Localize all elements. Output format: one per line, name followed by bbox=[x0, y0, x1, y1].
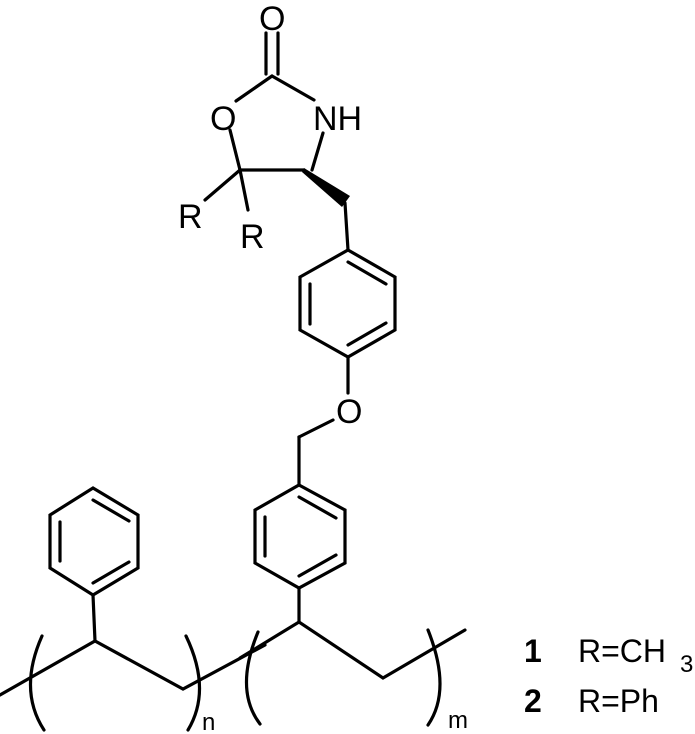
bracket-n-close bbox=[184, 634, 202, 732]
ring-nh: NH bbox=[313, 100, 362, 138]
compound-number-2: 2 bbox=[524, 683, 542, 719]
ring-oxygen: O bbox=[210, 100, 236, 138]
phenyl-ring bbox=[48, 486, 140, 597]
compound-1-definition: R=CH bbox=[578, 633, 666, 669]
bracket-m-open bbox=[244, 630, 262, 726]
bracket-m-close bbox=[426, 628, 442, 727]
polymer-backbone bbox=[0, 620, 467, 697]
ether-oxygen: O bbox=[336, 393, 362, 431]
compound-2-definition: R=Ph bbox=[578, 683, 659, 719]
compound-1-subscript: 3 bbox=[680, 651, 693, 678]
substituent-r-left: R bbox=[178, 198, 203, 236]
wedge-bond bbox=[302, 168, 350, 207]
legend: 1 R=CH 3 2 R=Ph bbox=[524, 633, 693, 719]
repeat-n: n bbox=[202, 709, 215, 734]
substituent-r-right: R bbox=[240, 218, 265, 256]
oxazolidinone-ring bbox=[203, 31, 350, 212]
repeat-m: m bbox=[448, 707, 468, 734]
benzene-ring-2 bbox=[253, 483, 347, 590]
compound-number-1: 1 bbox=[524, 633, 542, 669]
carbonyl-oxygen: O bbox=[259, 0, 285, 38]
benzene-ring-1 bbox=[298, 248, 397, 359]
bracket-n-open bbox=[28, 634, 46, 732]
